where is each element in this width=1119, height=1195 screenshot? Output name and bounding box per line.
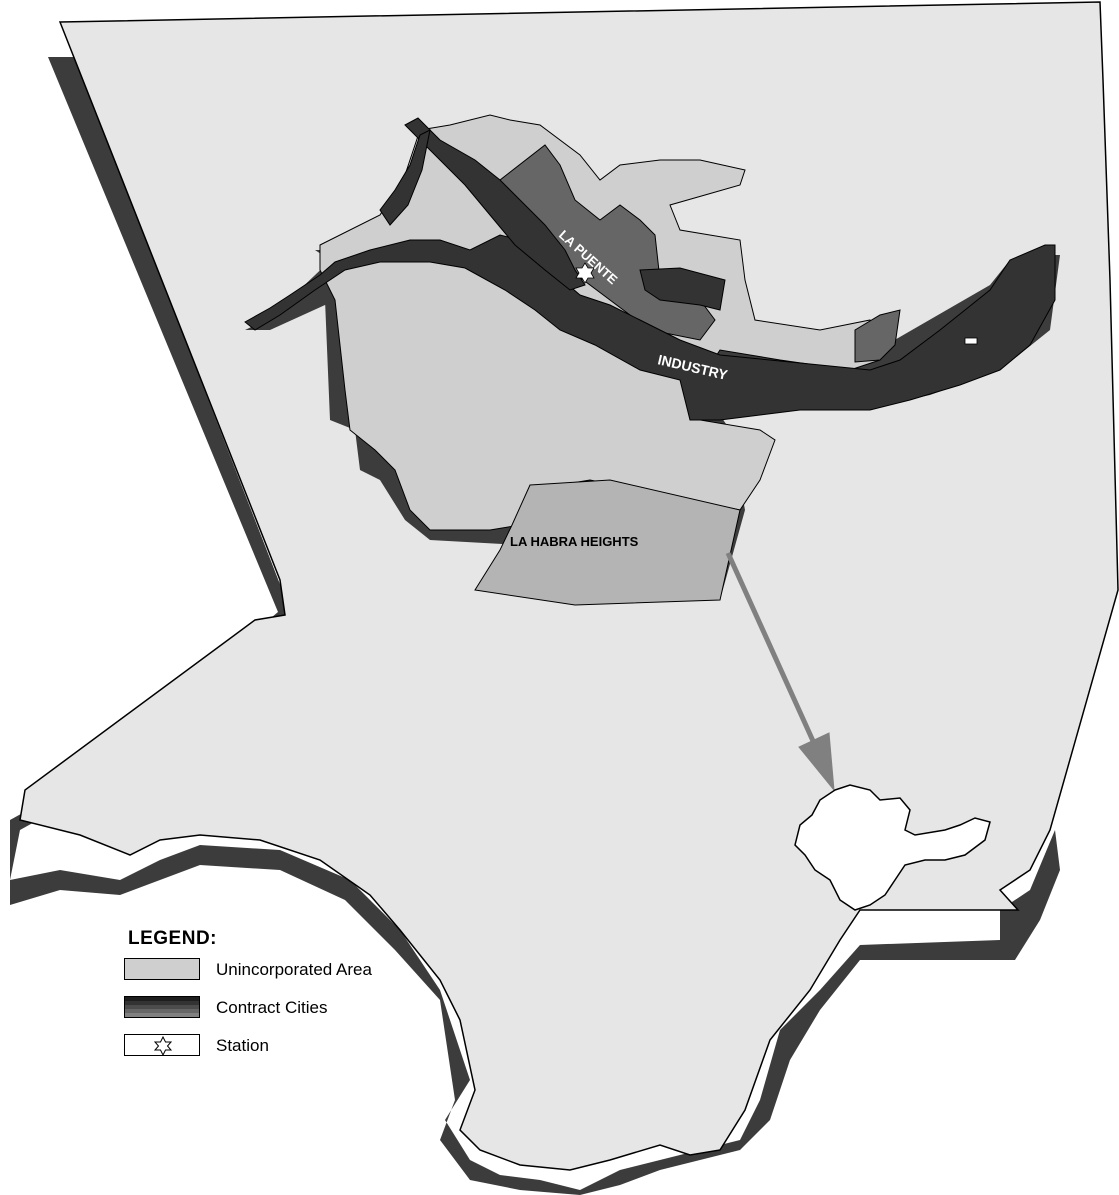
contract-city-dark-corridor (404, 117, 586, 291)
station-star-icon (575, 262, 595, 284)
legend-item-station: Station (124, 1034, 424, 1060)
locator-arrow-icon (725, 551, 821, 754)
station-swatch (124, 1034, 200, 1056)
la-habra-heights-area (474, 479, 741, 606)
legend-label: Unincorporated Area (216, 960, 372, 979)
legend-title: LEGEND: (128, 928, 217, 949)
label-la-habra-heights: LA HABRA HEIGHTS (510, 534, 639, 549)
station-building (964, 337, 978, 345)
locator-arrowhead (798, 732, 835, 792)
legend-label: Contract Cities (216, 998, 328, 1017)
contract-city-dark-north (379, 129, 431, 226)
locator-inset (794, 784, 991, 911)
legend-item-contract-cities: Contract Cities (124, 996, 424, 1022)
contract-city-dark (244, 234, 1056, 421)
legend-label: Station (216, 1036, 269, 1055)
contract-city-dark-mid (639, 267, 726, 311)
legend-item-unincorporated: Unincorporated Area (124, 958, 424, 984)
county-shadow (10, 57, 1060, 1195)
unincorporated-swatch (124, 958, 200, 980)
contract-cities-swatch (124, 996, 200, 1018)
contract-city-mid-east (854, 309, 901, 363)
station-icon (153, 1036, 173, 1056)
legend: LEGEND: Unincorporated Area Contract Cit… (124, 928, 424, 1072)
